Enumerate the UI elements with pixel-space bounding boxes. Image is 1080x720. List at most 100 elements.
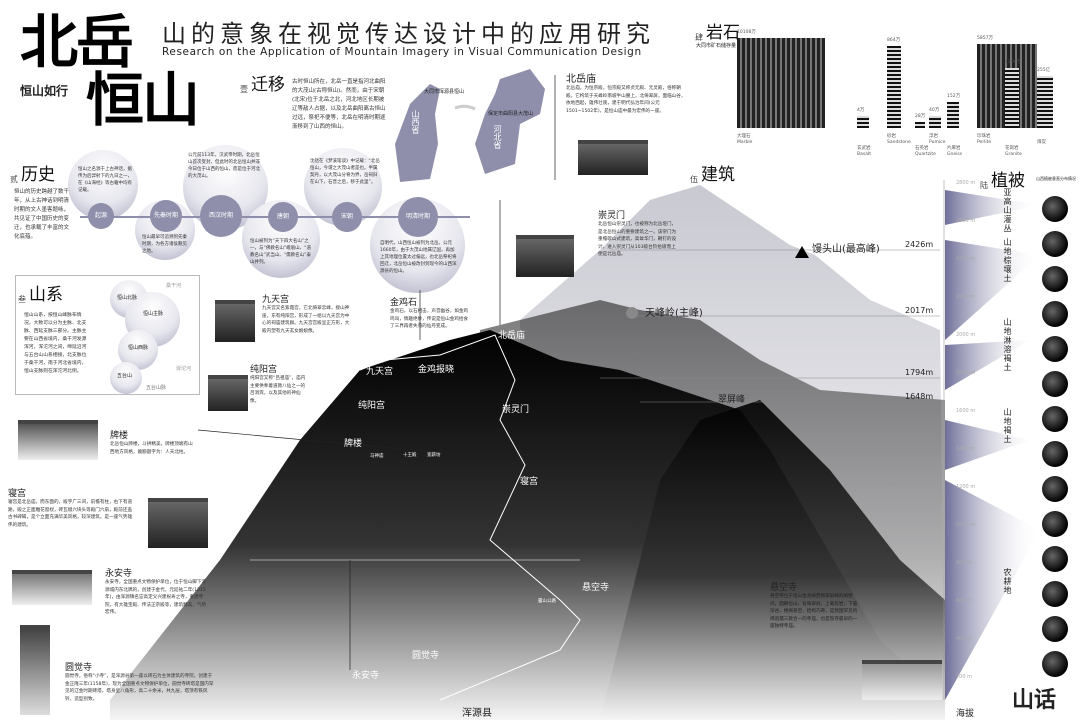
page-title: 山的意象在视觉传达设计中的应用研究 [162,20,655,48]
building-name: 金鸡石 [390,298,418,308]
rock-name: 花岗岩 [1005,146,1019,151]
building-jiutiangong: 九天宫九天宫又名紫霞宫，它北倚翠云峰，接山神崖，东有纯阳宫，形成了一组以九天宫为… [262,292,352,335]
plant-photo [1042,196,1068,222]
rock-name: 浮岩 [929,134,938,139]
river-label: 桑干河 [166,283,182,289]
rock-name: 珍珠岩 [977,134,991,139]
altitude-tick: 1400 m [956,446,976,452]
timeline-node: 明清时期 [398,197,438,237]
section-title: 岩石 [706,23,740,43]
section-title: 历史 [21,165,55,185]
timeline-node: 先秦时期 [150,200,182,232]
building-name: 九天宫 [262,295,290,305]
timeline-node: 宋朝 [332,202,362,232]
rock-bar [915,122,925,128]
yonganshi-illustration [12,570,92,605]
building-name: 悬空寺 [770,583,798,593]
rock-name-en: Marble [737,140,753,145]
building-name: 圆觉寺 [65,663,93,673]
plant-photo [1042,616,1068,642]
main-peak-label: 天峰岭(主峰) [645,308,703,319]
path-label[interactable]: 牌楼 [344,439,363,449]
building-pailou: 牌楼北岳恒山牌楼，斗拱精美，牌楼顶端有山西地方风格，匾额题字为：人天北柱。 [110,428,196,456]
section-ranges: 叁山系 [18,280,63,305]
altitude-axis-label: 海拔 [956,709,975,719]
altitude-tick: 2600 m [956,218,976,224]
rocks-subtitle: 大同市矿石储存量 [696,43,737,49]
path-label[interactable]: 圆觉寺 [412,651,440,661]
vegetation-subtitle: 山西植被垂直分布情况 [1036,176,1076,181]
rock-value: 1206万 [1005,60,1021,65]
rock-bar [857,116,869,128]
history-note: 公元前113年，汉武帝时期，北岳恒山首次受封，但此时的北岳恒山并非今日位于山西的… [188,153,260,179]
rock-bar [1037,76,1053,128]
peak-label: 馒头山(最高峰) [812,244,880,255]
building-text: 北岳恒山牌楼，斗拱精美，牌楼顶端有山西地方风格，匾额题字为：人天北柱。 [110,442,193,455]
path-label[interactable]: 金鸡报晓 [418,365,455,375]
path-label-small: 宽薪坊 [427,453,441,458]
path-label-small: 马神庙 [370,454,384,459]
building-name: 牌楼 [110,431,129,441]
plant-photo [1042,266,1068,292]
timeline-node: 唐朝 [268,202,298,232]
ranges-text: 恒山山系，按恒山峰脉布情况，大致可以分为主脉、北支脉、西延支脉三部分。主脉主要在… [24,313,87,374]
rock-value: 5857万 [977,36,993,41]
path-label[interactable]: 寝宫 [520,477,539,487]
map-label-shanxi: 山西省 [411,110,420,134]
altitude-tick: 1200 m [956,484,976,490]
rock-bar [947,102,959,128]
altitude-tick: 2400 m [956,256,976,262]
ranges-panel [15,275,200,395]
plant-photo [1042,441,1068,467]
altitude-tick: 1600 m [956,408,976,414]
range-label: 恒山北脉 [117,295,138,301]
logo-sub: 恒山如行 [20,84,69,98]
path-label[interactable]: 崇灵门 [502,405,530,415]
map-pin-hengshan: 大同市浑源县恒山 [424,89,465,95]
rock-name-en: Gneiss [947,152,963,157]
history-note: 自明代，山西恒山被列为北岳。公元1660年，由于大茂山地属辽国，再加上其地理位置… [380,241,457,274]
altitude-tick: 2000 m [956,332,976,338]
building-name: 北岳庙 [566,74,596,85]
rock-name: 煤炭 [1037,140,1046,145]
building-text: 金鸡石，以石相击，声音幽谷，如金鸡鸣叫，情趣绝妙，传说是恒山金鸡拾食了三界再者失… [390,309,469,329]
jiutiangong-illustration [215,300,255,342]
path-label[interactable]: 九天宫 [366,367,394,377]
history-note: 恒山之名源于上古神话，据传为后羿射下的九日之一，在《山海经》等古籍中均有记载。 [78,167,132,193]
section-history: 贰历史 [10,160,55,185]
rock-value: 864万 [887,38,901,43]
elevation-label: 1794m [905,368,934,377]
range-label: 恒山西脉 [128,345,149,351]
building-yuanjuesi: 圆觉寺圆觉寺，俗称“小寺”，是浑源县第一座以砖石为主体建筑的寺院，创建于金正隆三… [65,660,215,703]
rock-name-en: Granite [1005,152,1022,157]
building-text: 纯阳宫又称“吕祖庙”，庙内主要供奉着道教八仙之一的吕洞宾，以及其他的神仙像。 [250,376,306,404]
building-chunyanggong: 纯阳宫纯阳宫又称“吕祖庙”，庙内主要供奉着道教八仙之一的吕洞宾，以及其他的神仙像… [250,362,308,405]
corner-logo: 山话 [1012,688,1057,713]
veg-zone: 亚高山灌丛 [1003,188,1012,233]
path-label[interactable]: 纯阳宫 [358,401,386,411]
rock-name-en: Sandstone [887,140,911,145]
altitude-tick: 600 m [956,598,973,604]
path-label[interactable]: 永安寺 [352,671,380,681]
pailou-illustration [18,420,98,460]
section-title: 建筑 [701,165,735,185]
rock-name-en: Perlite [977,140,992,145]
rock-name: 片麻岩 [947,146,961,151]
path-label[interactable]: 悬空寺 [582,583,610,593]
range-label: 恒山主脉 [143,311,164,317]
altitude-tick: 2200 m [956,294,976,300]
rock-value: 40万 [929,108,940,113]
history-note: 恒山被列为“天下四大名山”之一，与“佛教名山”峨眉山、“道教名山”武当山、“儒教… [250,239,311,265]
plant-photo [1042,371,1068,397]
building-jinjishi: 金鸡石金鸡石，以石相击，声音幽谷，如金鸡鸣叫，情趣绝妙，传说是恒山金鸡拾食了三界… [390,295,470,331]
path-label[interactable]: 北岳庙 [498,331,526,341]
page-subtitle: Research on the Application of Mountain … [162,46,642,58]
path-label-small: 十王殿 [403,453,417,458]
map-pin-damaoshan: 保定市曲阳县大茂山 [488,111,534,117]
rock-name: 大理石 [737,134,751,139]
building-text: 北岳恒山崇灵门，也被称为北岳垭门，是北岳恒山的重要建筑之一。该崇门为重檐歇山式建… [598,222,677,257]
